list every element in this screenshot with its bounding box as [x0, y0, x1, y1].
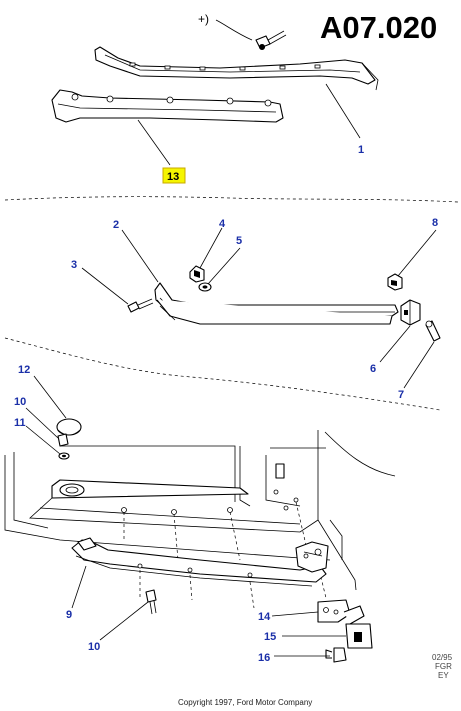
sheet-code: A07.020: [320, 10, 437, 45]
screw-top[interactable]: [215, 19, 287, 50]
callout-8[interactable]: 8: [432, 217, 438, 229]
callout-1[interactable]: 1: [358, 144, 364, 156]
part-13-sill-panel[interactable]: [51, 89, 284, 123]
callout-13: 13: [167, 171, 179, 183]
part-6-end-cap[interactable]: [400, 299, 421, 326]
callout-10-lower[interactable]: 10: [88, 641, 100, 653]
callout-15[interactable]: 15: [264, 631, 276, 643]
part-10-fastener-upper[interactable]: [57, 433, 69, 447]
callout-16[interactable]: 16: [258, 652, 270, 664]
date-code: 02/95: [432, 653, 453, 662]
callout-13-box[interactable]: 13: [162, 167, 186, 184]
part-7-pin[interactable]: [425, 320, 441, 342]
callout-7[interactable]: 7: [398, 389, 404, 401]
callout-10-upper[interactable]: 10: [14, 396, 26, 408]
part-8-end-clip[interactable]: [387, 273, 403, 291]
callout-2[interactable]: 2: [113, 219, 119, 231]
part-15-plate[interactable]: [345, 623, 373, 649]
part-16-plug[interactable]: [325, 647, 347, 663]
part-10-screw-lower[interactable]: [145, 589, 157, 615]
car-body-outline: [4, 430, 396, 591]
part-11-washer[interactable]: [58, 452, 70, 460]
callout-6[interactable]: 6: [370, 363, 376, 375]
part-2-scuff-plate[interactable]: [154, 282, 399, 325]
market-code: EY: [438, 671, 449, 680]
callout-4[interactable]: 4: [219, 218, 226, 230]
part-12-cap[interactable]: [56, 418, 82, 436]
callout-3[interactable]: 3: [71, 259, 77, 271]
callout-11[interactable]: 11: [14, 417, 26, 429]
copyright-text: Copyright 1997, Ford Motor Company: [178, 698, 312, 707]
callout-14[interactable]: 14: [258, 611, 271, 623]
part-4-clip[interactable]: [189, 265, 205, 283]
part-5-grommet[interactable]: [198, 282, 212, 292]
part-1-outer-panel[interactable]: [94, 46, 379, 91]
callout-9[interactable]: 9: [66, 609, 72, 621]
alignment-lines: [123, 501, 327, 609]
part-3-screw[interactable]: [127, 298, 154, 313]
plus-mark: +): [198, 12, 209, 26]
callout-5[interactable]: 5: [236, 235, 242, 247]
region-code: FGR: [435, 662, 452, 671]
part-14-bracket[interactable]: [317, 599, 365, 625]
part-9-sill-rail[interactable]: [71, 537, 329, 587]
callout-12[interactable]: 12: [18, 364, 30, 376]
